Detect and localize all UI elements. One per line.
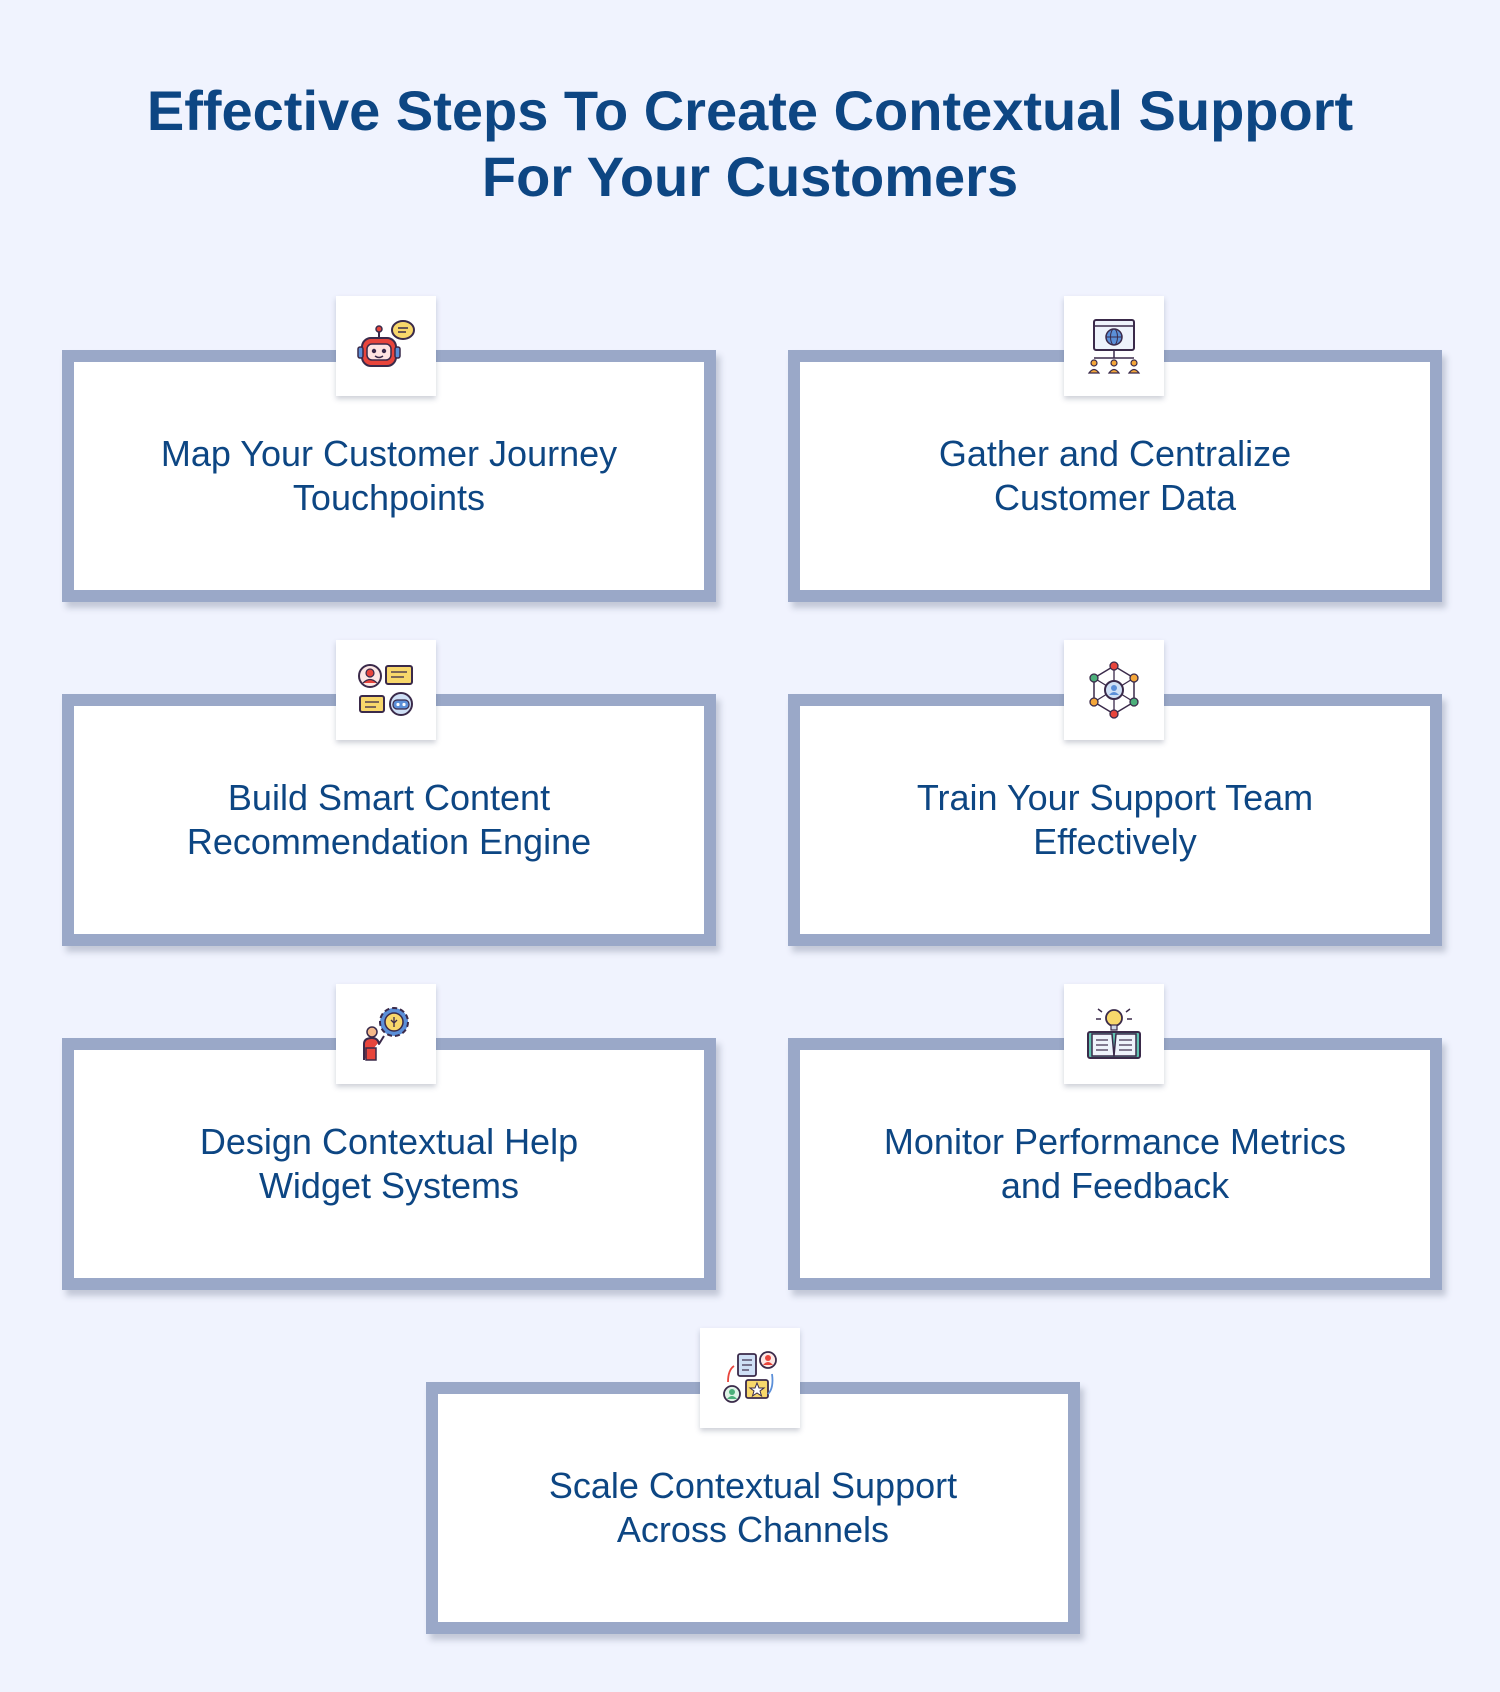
page-title-line-2: For Your Customers — [481, 145, 1019, 208]
step-card-line-1: Scale Contextual Support — [548, 1465, 958, 1506]
step-card-text: Scale Contextual Support Across Channels — [438, 1464, 1068, 1552]
step-card-line-2: Recommendation Engine — [186, 821, 592, 862]
robot-chat-icon — [357, 320, 415, 367]
step-icon-box — [336, 640, 436, 740]
review-cycle-icon — [723, 1351, 777, 1403]
step-icon-box — [336, 984, 436, 1084]
step-card-line-1: Build Smart Content — [227, 777, 551, 818]
step-card-line-2: Touchpoints — [292, 477, 486, 518]
step-card-text: Monitor Performance Metrics and Feedback — [800, 1120, 1430, 1208]
step-icon-box — [1064, 640, 1164, 740]
step-card-line-1: Gather and Centralize — [938, 433, 1292, 474]
step-card-line-2: Across Channels — [616, 1509, 890, 1550]
page-title: Effective Steps To Create Contextual Sup… — [0, 78, 1500, 210]
globe-network-icon — [1087, 319, 1141, 374]
step-card-text: Build Smart Content Recommendation Engin… — [74, 776, 704, 864]
step-card-line-1: Monitor Performance Metrics — [883, 1121, 1347, 1162]
step-card-line-2: Effectively — [1033, 821, 1197, 862]
step-card-text: Gather and Centralize Customer Data — [800, 432, 1430, 520]
step-card-line-2: Customer Data — [993, 477, 1237, 518]
team-network-icon — [1089, 661, 1139, 719]
step-icon-box — [1064, 984, 1164, 1084]
step-card-line-1: Train Your Support Team — [916, 777, 1314, 818]
idea-gear-icon — [363, 1007, 409, 1061]
step-card-text: Map Your Customer Journey Touchpoints — [74, 432, 704, 520]
book-bulb-icon — [1087, 1008, 1141, 1059]
step-icon-box — [700, 1328, 800, 1428]
step-card-line-1: Map Your Customer Journey — [160, 433, 618, 474]
step-card-scale-support: Scale Contextual Support Across Channels — [426, 1382, 1080, 1634]
step-icon-box — [336, 296, 436, 396]
step-card-text: Train Your Support Team Effectively — [800, 776, 1430, 864]
step-card-line-2: and Feedback — [1000, 1165, 1230, 1206]
step-icon-box — [1064, 296, 1164, 396]
step-card-text: Design Contextual Help Widget Systems — [74, 1120, 704, 1208]
page-title-line-1: Effective Steps To Create Contextual Sup… — [146, 79, 1354, 142]
step-card-line-1: Design Contextual Help — [199, 1121, 579, 1162]
chat-bubbles-icon — [358, 664, 413, 716]
step-card-gather-data: Gather and Centralize Customer Data — [788, 350, 1442, 602]
step-card-line-2: Widget Systems — [258, 1165, 520, 1206]
